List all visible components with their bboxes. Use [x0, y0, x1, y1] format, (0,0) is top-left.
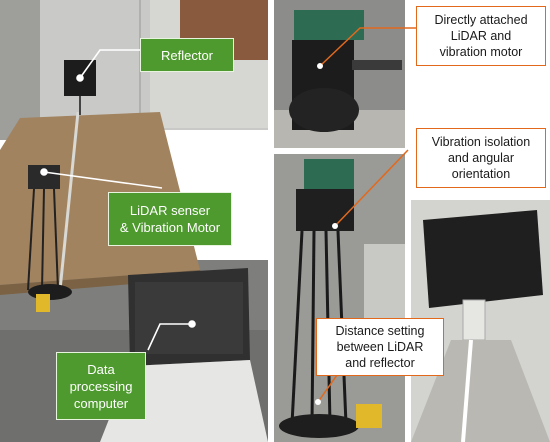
vibration-isolation-callout: Vibration isolation and angular orientat… [416, 128, 546, 188]
right-middle-photo [274, 154, 405, 442]
right-top-photo [274, 0, 405, 148]
lidar-senser-label-text: LiDAR senser & Vibration Motor [119, 203, 221, 235]
reflector-label-text: Reflector [160, 47, 214, 63]
data-computer-label-text: Data processing computer [69, 361, 133, 411]
distance-setting-callout: Distance setting between LiDAR and refle… [316, 318, 444, 376]
distance-setting-callout-text: Distance setting between LiDAR and refle… [335, 324, 425, 370]
right-bottom-photo [411, 200, 550, 442]
directly-attached-callout: Directly attached LiDAR and vibration mo… [416, 6, 546, 66]
lidar-senser-label: LiDAR senser & Vibration Motor [108, 192, 232, 246]
vibration-isolation-callout-text: Vibration isolation and angular orientat… [431, 135, 531, 181]
reflector-label: Reflector [140, 38, 234, 72]
directly-attached-callout-text: Directly attached LiDAR and vibration mo… [434, 13, 528, 59]
data-computer-label: Data processing computer [56, 352, 146, 420]
